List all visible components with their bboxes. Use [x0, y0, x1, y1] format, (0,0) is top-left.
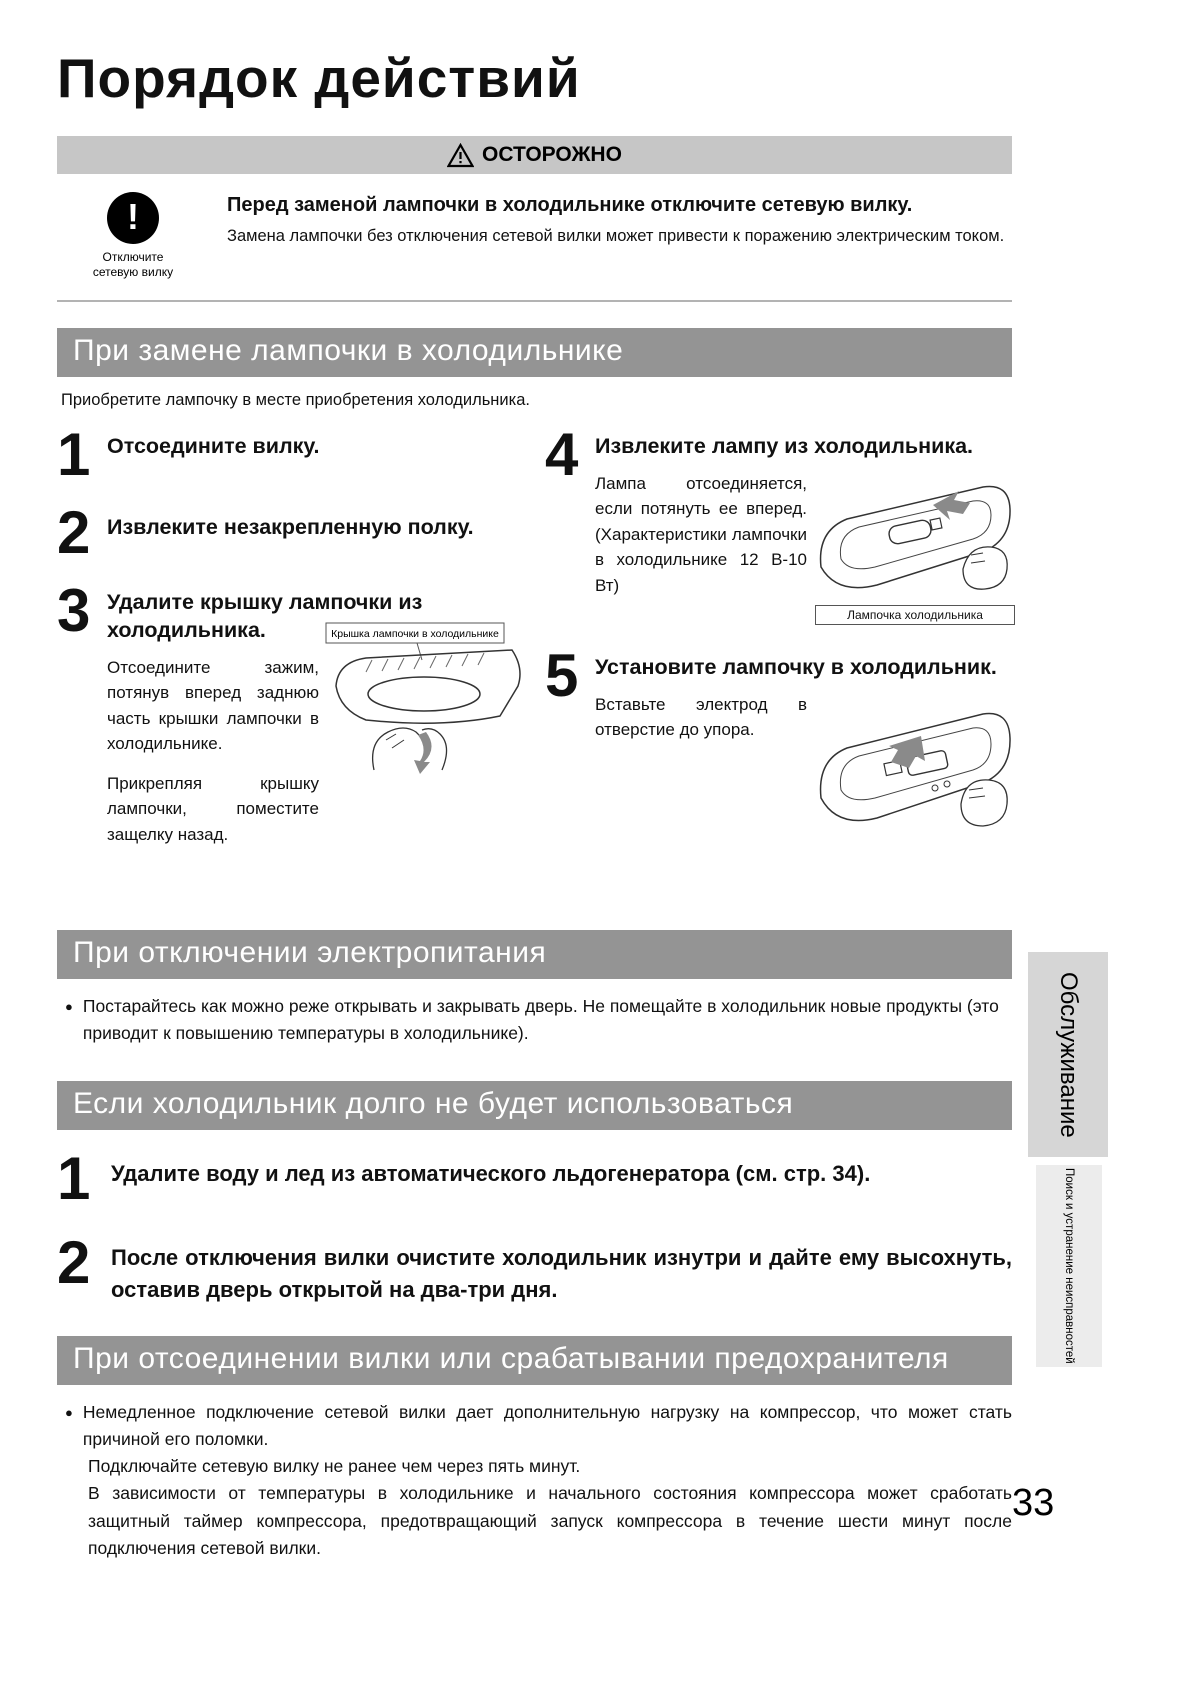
step-2-number: 2 [57, 499, 90, 566]
page-title: Порядок действий [57, 47, 581, 109]
step-1: 1 Отсоедините вилку. [57, 421, 527, 488]
caution-block: ОСТОРОЖНО ! Отключите сетевую вилку Пере… [57, 136, 1012, 302]
step-2-title: Извлеките незакрепленную полку. [107, 515, 474, 539]
caution-header-label: ОСТОРОЖНО [482, 143, 622, 166]
unplug-icon-block: ! Отключите сетевую вилку [83, 192, 183, 280]
warning-triangle-icon [447, 142, 475, 168]
sidebar-tab-service: Обслуживание [1028, 952, 1108, 1157]
caution-body: ! Отключите сетевую вилку Перед заменой … [57, 174, 1012, 284]
step-3-title: Удалите крышку лампочки из холодильника. [107, 590, 423, 642]
unplug-fuse-p2: Подключайте сетевую вилку не ранее чем ч… [88, 1456, 581, 1477]
lamp-intro-text: Приобретите лампочку в месте приобретени… [61, 391, 530, 409]
step-4-title: Извлеките лампу из холодильника. [595, 434, 974, 458]
lamp-cover-illustration: Крышка лампочки в холодильнике [322, 620, 527, 780]
caution-lead-text: Перед заменой лампочки в холодильнике от… [227, 194, 913, 216]
step-5-number: 5 [545, 641, 578, 709]
section-header-lamp-replacement: При замене лампочки в холодильнике [57, 328, 1012, 377]
long-unused-step-2-title: После отключения вилки очистите холодиль… [111, 1245, 1012, 1303]
step-3: 3 Удалите крышку лампочки из холодильник… [57, 577, 527, 896]
steps-column-left: 1 Отсоедините вилку. 2 Извлеките незакре… [57, 421, 527, 920]
caution-detail-text: Замена лампочки без отключения сетевой в… [227, 227, 1005, 245]
section-header-long-unused: Если холодильник долго не будет использо… [57, 1081, 1012, 1131]
step-3-number: 3 [57, 577, 90, 644]
steps-columns: 1 Отсоедините вилку. 2 Извлеките незакре… [57, 421, 1015, 920]
step-5-title: Установите лампочку в холодильник. [595, 654, 997, 679]
page-number: 33 [1012, 1482, 1055, 1524]
unplug-icon-caption: Отключите сетевую вилку [92, 250, 174, 279]
long-unused-step-1: 1 Удалите воду и лед из автоматического … [57, 1145, 1012, 1213]
sidebar-tab-service-label: Обслуживание [1055, 971, 1082, 1138]
step-3-body-1: Отсоедините зажим, потянув вперед заднюю… [107, 657, 319, 754]
step-4-number: 4 [545, 421, 578, 488]
section-header-power-outage: При отключении электропитания [57, 930, 1012, 979]
long-unused-step-1-title: Удалите воду и лед из автоматического ль… [111, 1161, 871, 1187]
caution-header-bar: ОСТОРОЖНО [57, 136, 1012, 174]
step-1-number: 1 [57, 421, 90, 488]
sidebar-tab-troubleshooting-label: Поиск и устранение неисправностей [1063, 1168, 1075, 1364]
step-4: 4 Извлеките лампу из холодильника. Лампа… [545, 421, 1015, 625]
step-5-body: Вставьте электрод в отверстие до упора. [595, 694, 807, 740]
unplug-plug-icon: ! [107, 192, 159, 244]
step-5: 5 Установите лампочку в холодильник. Вст… [545, 641, 1015, 842]
steps-column-right: 4 Извлеките лампу из холодильника. Лампа… [545, 421, 1015, 920]
lamp-cover-illustration-label: Крышка лампочки в холодильнике [331, 628, 499, 640]
lamp-label-box: Лампочка холодильника [815, 604, 1015, 625]
long-unused-step-2: 2 После отключения вилки очистите холоди… [57, 1229, 1012, 1306]
unplug-fuse-p3: В зависимости от температуры в холодильн… [88, 1483, 1012, 1558]
section-header-unplug-fuse: При отсоединении вилки или срабатывании … [57, 1336, 1012, 1386]
step-4-body: Лампа отсоединяется, если потянуть ее вп… [595, 473, 807, 595]
step-3-body-2: Прикрепляя крышку лампочки, поместите за… [107, 773, 319, 844]
sidebar-tab-troubleshooting: Поиск и устранение неисправностей [1036, 1165, 1102, 1367]
lamp-insert-illustration [815, 692, 1015, 842]
step-1-title: Отсоедините вилку. [107, 434, 320, 458]
lamp-remove-illustration: Лампочка холодильника [815, 471, 1015, 625]
long-unused-step-2-number: 2 [57, 1229, 90, 1297]
power-outage-bullet: Постарайтесь как можно реже открывать и … [65, 993, 1012, 1047]
caution-texts: Перед заменой лампочки в холодильнике от… [227, 192, 1006, 280]
unplug-fuse-p1: Немедленное подключение сетевой вилки да… [65, 1399, 1012, 1453]
manual-page-content: Порядок действий ОСТОРОЖНО ! Отключите с… [57, 46, 1015, 1562]
long-unused-step-1-number: 1 [57, 1145, 90, 1213]
step-2: 2 Извлеките незакрепленную полку. [57, 499, 527, 566]
